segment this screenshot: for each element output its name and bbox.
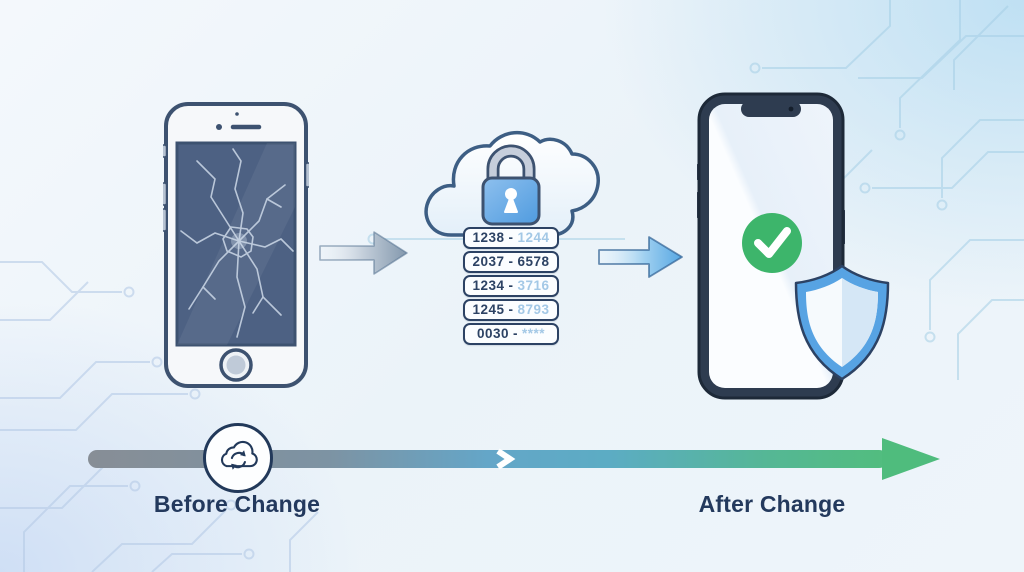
broken-phone-illustration [163, 102, 309, 388]
passcode-row: 1238-1244 [463, 227, 559, 249]
passcode-row: 1245-8793 [463, 299, 559, 321]
cloud-lock-icon [424, 131, 600, 237]
passcode-suffix: 3716 [517, 278, 550, 294]
passcode-row: 1234-3716 [463, 275, 559, 297]
passcode-prefix: 2037 [472, 254, 505, 270]
timeline-arrowhead [882, 438, 940, 480]
transfer-arrow-blue-icon [598, 236, 683, 278]
notch [741, 101, 801, 117]
cloud-sync-icon [203, 423, 273, 493]
screen-cracks [180, 148, 294, 338]
transfer-arrow-gray-icon [319, 231, 408, 275]
passcode-row: 0030-**** [463, 323, 559, 345]
passcode-suffix: 1244 [517, 230, 550, 246]
after-change-label: After Change [698, 491, 846, 517]
before-change-label: Before Change [153, 491, 321, 517]
phone-side-buttons [163, 144, 309, 232]
passcode-suffix: 6578 [517, 254, 550, 270]
timeline-arrow [88, 438, 940, 480]
passcode-prefix: 1245 [472, 302, 505, 318]
timeline-chevron [496, 448, 516, 470]
keyhole [505, 188, 517, 200]
passcode-prefix: 1238 [472, 230, 505, 246]
passcode-suffix: 8793 [517, 302, 550, 318]
passcode-prefix: 0030 [476, 326, 510, 342]
shield-icon [794, 264, 890, 381]
passcode-prefix: 1234 [472, 278, 505, 294]
passcode-suffix: **** [522, 326, 546, 342]
passcode-row: 2037-6578 [463, 251, 559, 273]
passcode-list: 1238-1244 2037-6578 1234-3716 1245-8793 … [463, 227, 559, 347]
front-camera-dot [216, 124, 222, 130]
